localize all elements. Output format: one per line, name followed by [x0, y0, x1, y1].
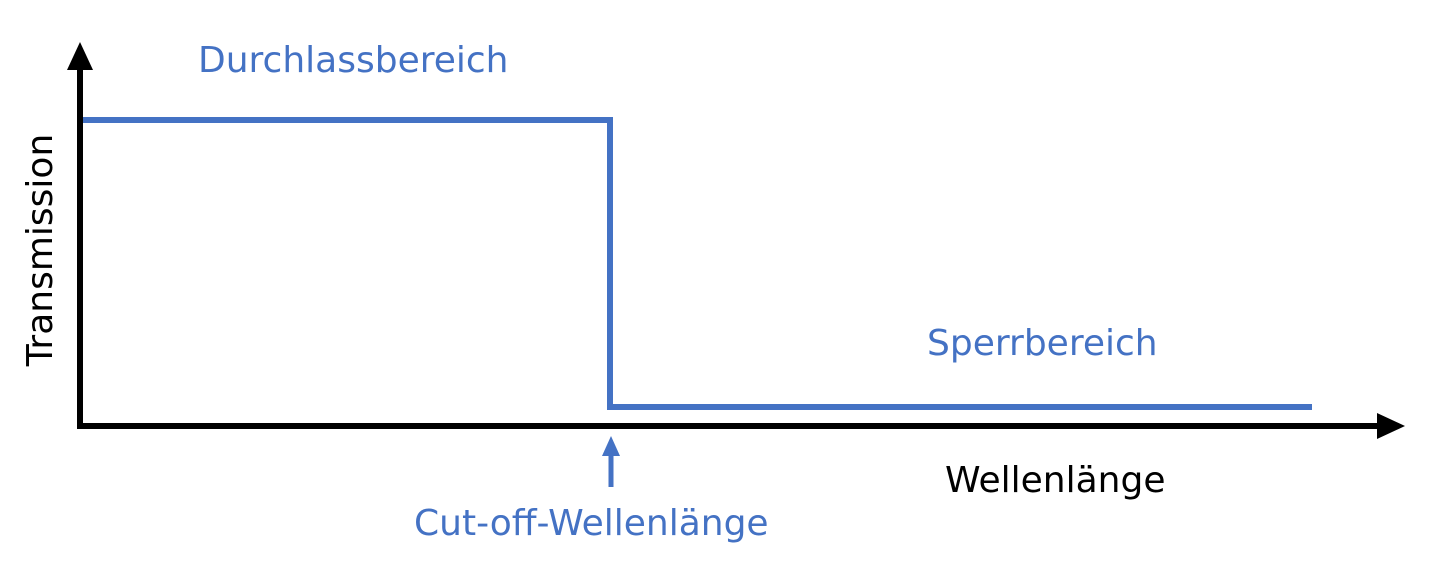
stopband-label: Sperrbereich: [927, 323, 1158, 364]
passband-label: Durchlassbereich: [198, 40, 509, 81]
transmission-curve: [83, 117, 1312, 410]
x-axis-arrowhead: [1377, 413, 1405, 439]
y-axis-label: Transmission: [20, 134, 61, 368]
cutoff-label: Cut-off-Wellenlänge: [414, 503, 769, 544]
x-axis-label: Wellenlänge: [945, 460, 1165, 501]
y-axis-arrowhead: [67, 42, 93, 70]
cutoff-arrow-head: [602, 436, 620, 456]
